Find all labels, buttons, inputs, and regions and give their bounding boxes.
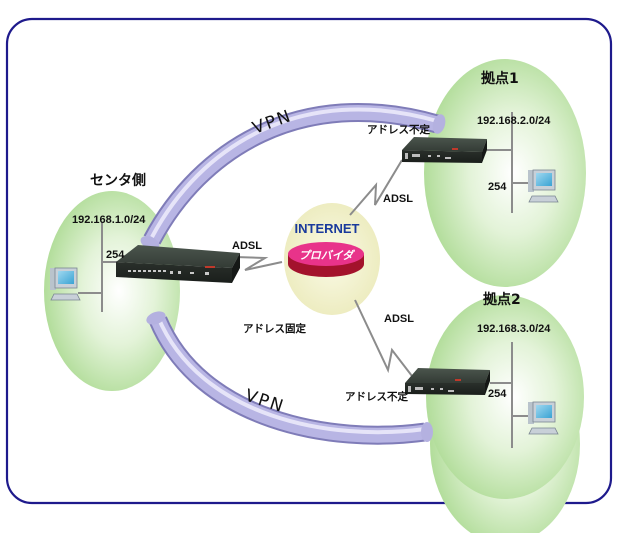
site2-bubble-body [426, 295, 584, 499]
center-lan [78, 222, 118, 312]
center-site-title: センタ側 [90, 172, 146, 189]
site1-network-label: 192.168.2.0/24 [477, 115, 551, 127]
vpn-tunnel-lower [146, 311, 433, 445]
provider-label: プロバイダ [299, 249, 356, 262]
center-address-note: アドレス固定 [243, 322, 306, 335]
site1-bubble [424, 59, 586, 287]
adsl-link-site2 [354, 299, 413, 377]
site1-adsl-label: ADSL [383, 193, 413, 205]
adsl-link-center [234, 256, 283, 271]
site1-title: 拠点1 [481, 70, 519, 87]
center-adsl-label: ADSL [232, 240, 262, 252]
site1-router [402, 137, 487, 163]
site2-lan-address: 254 [488, 388, 507, 400]
adsl-link-site1 [349, 159, 403, 216]
center-network-label: 192.168.1.0/24 [72, 214, 146, 226]
internet-label: INTERNET [295, 221, 360, 236]
site2-adsl-label: ADSL [384, 313, 414, 325]
center-lan-address: 254 [106, 249, 125, 261]
site1-pc-icon [528, 169, 559, 203]
site2-router [405, 368, 490, 395]
center-pc-icon [50, 267, 81, 301]
vpn-tunnel-upper [140, 102, 446, 250]
site2-network-label: 192.168.3.0/24 [477, 323, 551, 335]
site2-title: 拠点2 [483, 291, 521, 308]
site1-lan [487, 112, 528, 213]
site2-address-note: アドレス不定 [345, 390, 408, 403]
site1-lan-address: 254 [488, 181, 507, 193]
site1-address-note: アドレス不定 [367, 123, 430, 136]
provider-disk [288, 242, 364, 277]
site2-lan [490, 342, 528, 448]
site2-pc-icon [528, 401, 559, 435]
center-router [116, 245, 240, 283]
